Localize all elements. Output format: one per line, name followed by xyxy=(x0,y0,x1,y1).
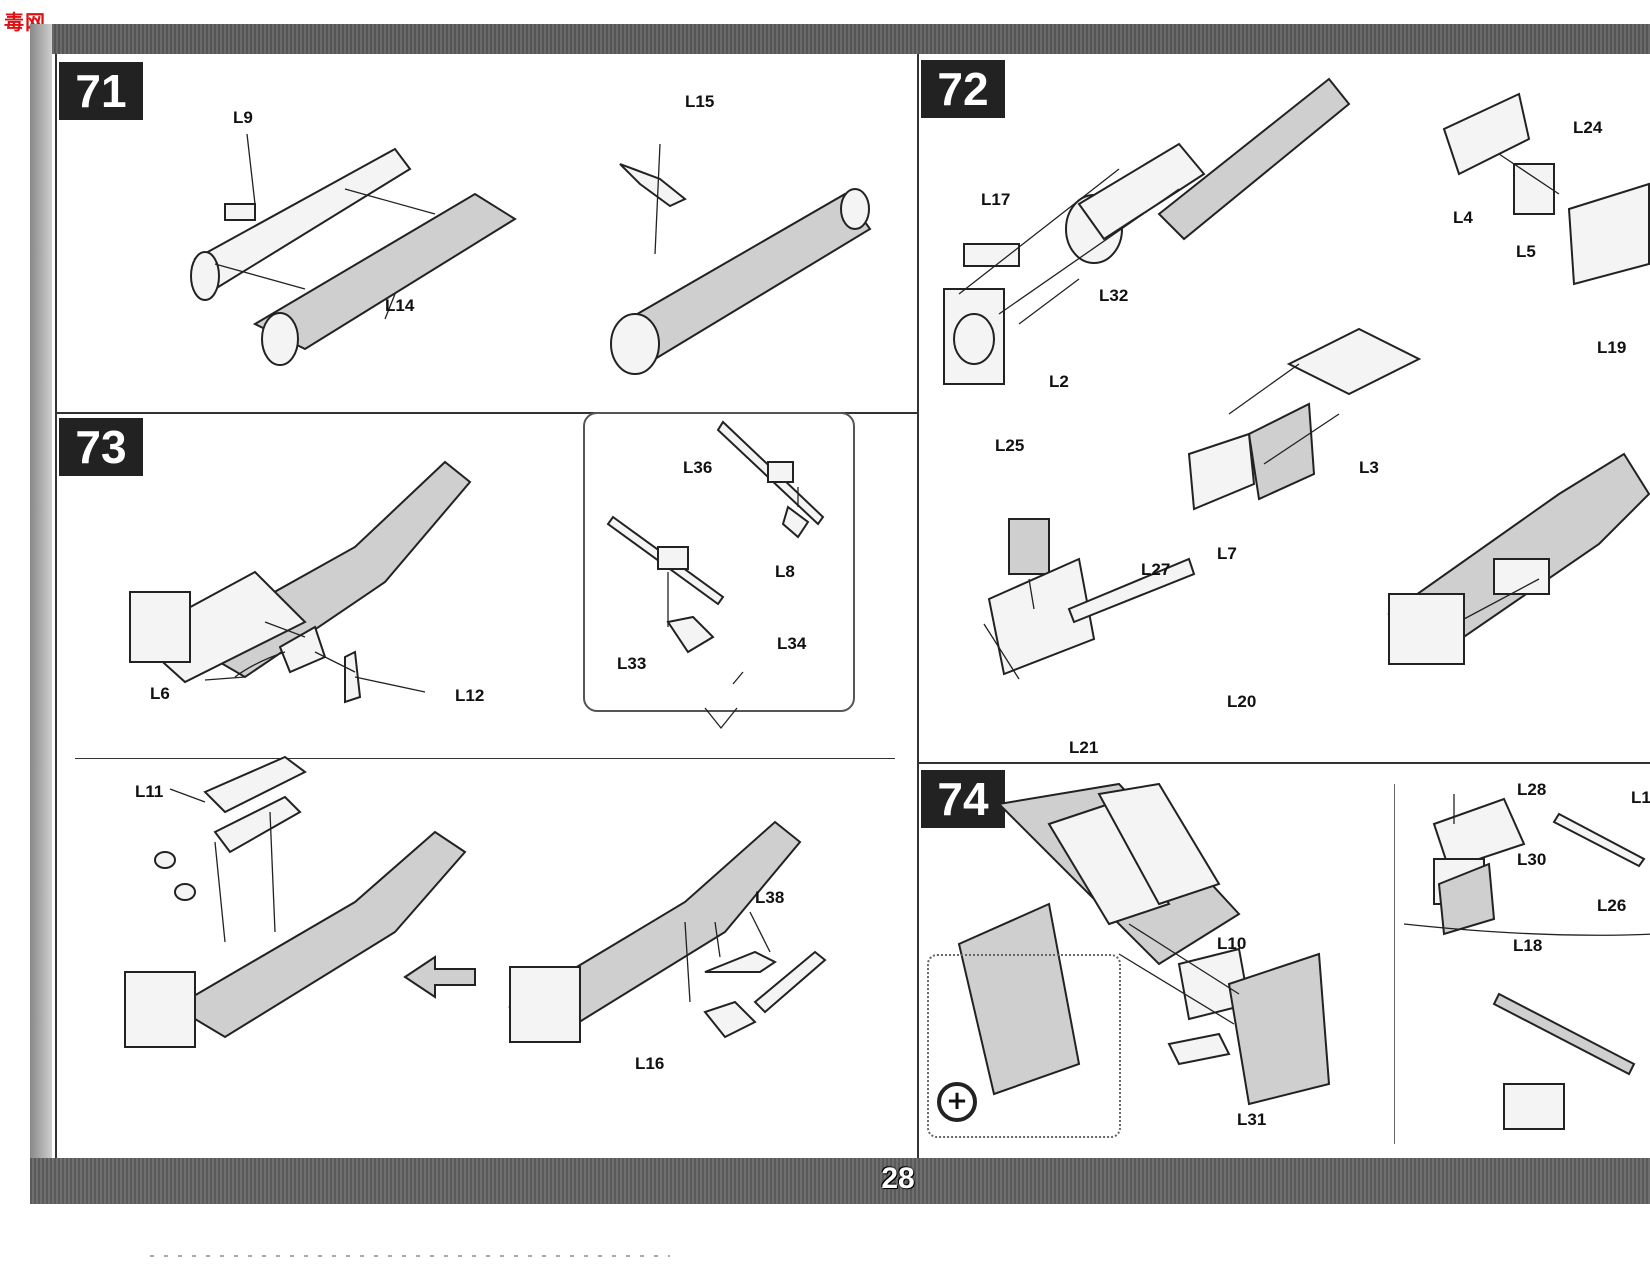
callout-pointer xyxy=(704,707,738,730)
part-label-L19: L19 xyxy=(1597,338,1627,357)
part-label-L17: L17 xyxy=(981,190,1011,209)
panel-divider-72-74 xyxy=(917,762,1650,764)
part-label-L9: L9 xyxy=(233,108,253,127)
panel-divider-71-73 xyxy=(55,412,917,414)
step-72-number: 72 xyxy=(921,60,1005,118)
part-label-L30: L30 xyxy=(1517,850,1547,869)
left-arrow-icon xyxy=(403,955,476,999)
part-label-L16: L16 xyxy=(635,1054,665,1073)
part-label-L33: L33 xyxy=(617,654,647,673)
step-72-assembly xyxy=(943,77,1650,680)
step-73-main-assembly xyxy=(124,460,827,1048)
step-73-panel: 73 xyxy=(55,412,917,1158)
step-74-number: 74 xyxy=(921,770,1005,828)
step-71-panel: 71 L9 L14 L15 xyxy=(55,54,917,412)
part-label-L24: L24 xyxy=(1573,118,1603,137)
part-label-L1: L1 xyxy=(1631,788,1650,807)
part-label-L11: L11 xyxy=(135,782,164,801)
top-band xyxy=(30,24,1650,54)
part-label-L3: L3 xyxy=(1359,458,1379,477)
part-label-L14: L14 xyxy=(385,296,415,315)
panel-divider-73-sub xyxy=(75,758,895,759)
step-71-number: 71 xyxy=(59,62,143,120)
step-72-panel: 72 L17 L32 L2 L24 L4 xyxy=(919,54,1650,762)
part-label-L26: L26 xyxy=(1597,896,1627,915)
part-label-L2: L2 xyxy=(1049,372,1069,391)
step-74-assembly xyxy=(957,782,1331,1106)
step-74-sub-divider xyxy=(1394,784,1395,1144)
scan-speckle xyxy=(150,1255,670,1257)
part-label-L36: L36 xyxy=(683,458,713,477)
step-73-number: 73 xyxy=(59,418,143,476)
step-74-panel: 74 + L10 L31 L28 L30 L18 L26 L1 xyxy=(919,764,1650,1158)
panel-divider-vertical xyxy=(917,54,919,1158)
part-label-L18: L18 xyxy=(1513,936,1543,955)
part-label-L5: L5 xyxy=(1516,242,1536,261)
part-label-L12: L12 xyxy=(455,686,485,705)
part-label-L34: L34 xyxy=(777,634,807,653)
step-71-receiver-assembly xyxy=(190,133,872,375)
part-label-L10: L10 xyxy=(1217,934,1247,953)
page-frame xyxy=(55,54,1650,1158)
step-73-detail-callout xyxy=(583,412,855,712)
step-73-detail-parts xyxy=(606,420,825,685)
part-label-L32: L32 xyxy=(1099,286,1129,305)
part-label-L6: L6 xyxy=(150,684,170,703)
magnify-plus-icon: + xyxy=(937,1082,977,1122)
bottom-band xyxy=(30,1158,1650,1204)
part-label-L38: L38 xyxy=(755,888,785,907)
part-label-L4: L4 xyxy=(1453,208,1473,227)
part-label-L7: L7 xyxy=(1217,544,1237,563)
part-label-L15: L15 xyxy=(685,92,715,111)
step-74-detail-parts xyxy=(1403,794,1650,1130)
part-label-L8: L8 xyxy=(775,562,795,581)
part-label-L25: L25 xyxy=(995,436,1025,455)
page-number: 28 xyxy=(881,1162,915,1195)
binding-edge xyxy=(30,24,52,1204)
part-label-L20: L20 xyxy=(1227,692,1257,711)
part-label-L31: L31 xyxy=(1237,1110,1267,1129)
part-label-L28: L28 xyxy=(1517,780,1547,799)
step-74-zoom-inset xyxy=(927,954,1121,1138)
part-label-L21: L21 xyxy=(1069,738,1099,757)
part-label-L27: L27 xyxy=(1141,560,1171,579)
